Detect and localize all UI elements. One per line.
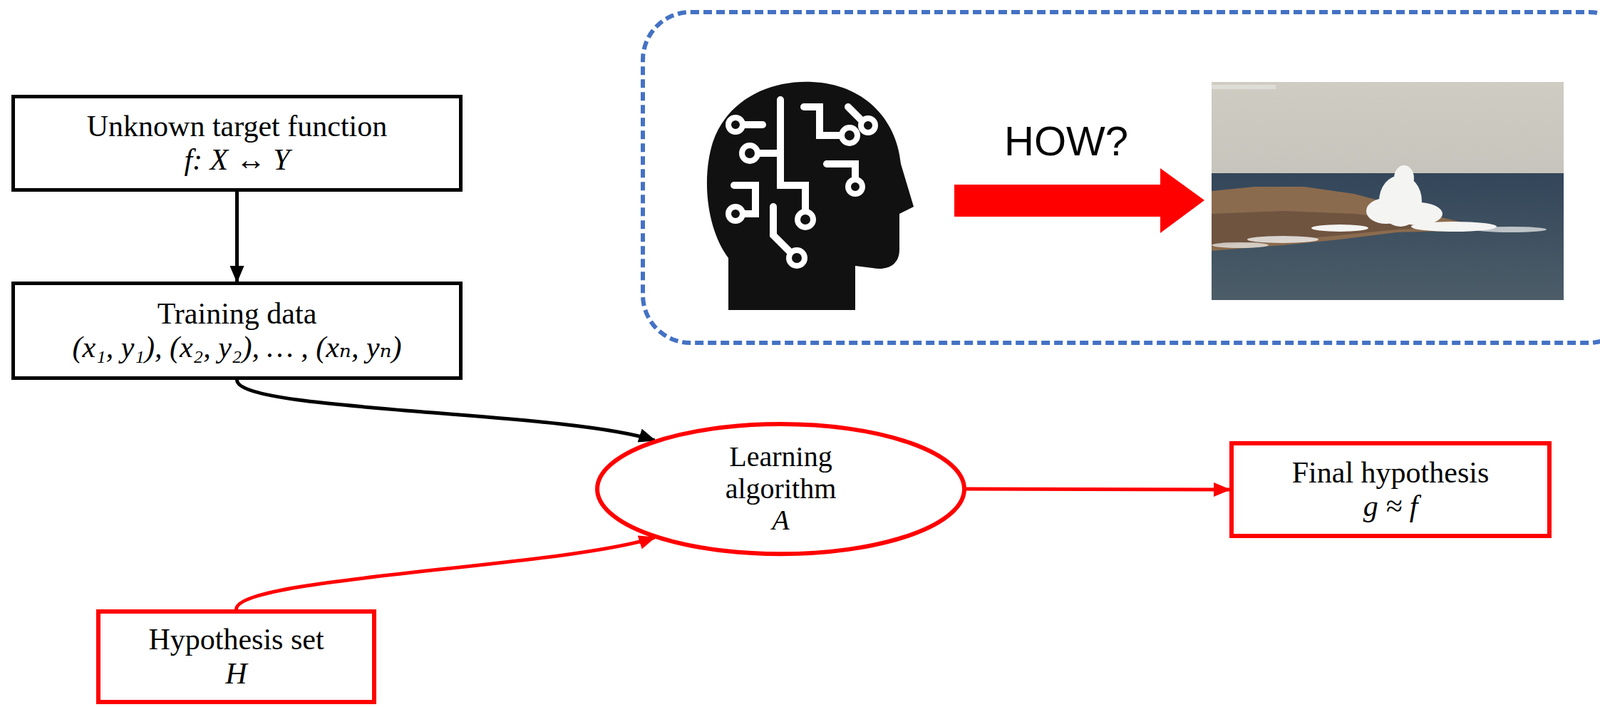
box-title: Final hypothesis: [1292, 456, 1490, 490]
output-box: Final hypothesisg ≈ f: [1229, 441, 1552, 539]
flow-arrow: [237, 379, 655, 441]
flow-arrow: [235, 191, 239, 282]
block-arrow: [954, 168, 1205, 234]
sea-photo: [1211, 81, 1564, 301]
formula: g ≈ f: [1363, 489, 1419, 524]
flow-arrow: [236, 537, 655, 610]
process-box: Unknown target functionf: X ↔ Y: [11, 94, 463, 192]
dashed-region: HOW?: [640, 9, 1600, 345]
flow-arrow: [965, 488, 1230, 490]
input-box: Hypothesis setH: [96, 609, 377, 705]
ellipse-shape: [597, 424, 965, 554]
question-label: HOW?: [1004, 118, 1129, 165]
process-box: Training data(x₁, y₁), (x₂, y₂), … , (xₙ…: [11, 281, 463, 380]
formula: (x₁, y₁), (x₂, y₂), … , (xₙ, yₙ): [71, 330, 402, 365]
ellipse-title: Learning algorithm: [684, 441, 878, 506]
formula: f: X ↔ Y: [183, 143, 290, 177]
box-title: Unknown target function: [86, 109, 387, 144]
brain-icon: [706, 81, 914, 311]
process-ellipse: Learning algorithmA: [597, 424, 965, 554]
formula: A: [771, 504, 789, 537]
box-title: Hypothesis set: [148, 622, 324, 657]
box-title: Training data: [157, 297, 318, 331]
formula: H: [225, 657, 247, 691]
